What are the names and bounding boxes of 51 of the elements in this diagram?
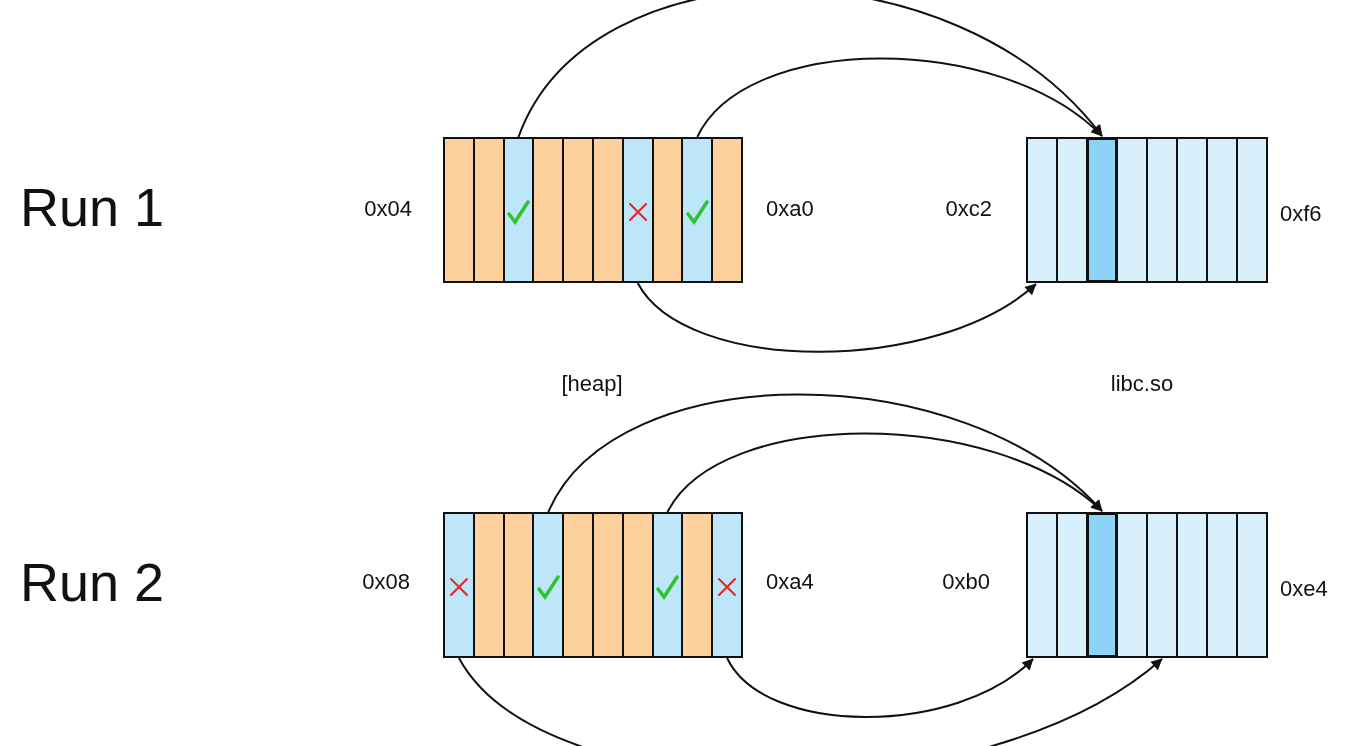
address-label: 0xa4 [766, 570, 814, 593]
arrow [517, 0, 1103, 138]
memory-cell [621, 512, 654, 658]
memory-cell [1086, 137, 1118, 283]
arrow [457, 657, 1163, 746]
memory-cell [1116, 137, 1148, 283]
address-label: 0xa0 [766, 197, 814, 220]
memory-cell [1056, 137, 1088, 283]
row-title: Run 1 [20, 180, 165, 235]
memory-cell [1146, 512, 1178, 658]
memory-cell [1116, 512, 1148, 658]
arrow [547, 393, 1103, 513]
memory-cell [1206, 137, 1238, 283]
memory-cell [1176, 137, 1208, 283]
memory-cell [1026, 137, 1058, 283]
memory-cell [592, 137, 624, 283]
memory-cell [1206, 512, 1238, 658]
address-label: 0xc2 [945, 197, 992, 220]
memory-cell [711, 137, 743, 283]
address-label: 0xf6 [1280, 202, 1322, 225]
memory-cell [472, 137, 505, 283]
row-title: Run 2 [20, 555, 165, 610]
arrow [636, 282, 1037, 353]
memory-cell [1236, 137, 1268, 283]
memory-cell [532, 137, 565, 283]
arrow [696, 57, 1103, 138]
memory-cell [681, 137, 714, 283]
memory-cell [711, 512, 743, 658]
memory-cell [472, 512, 505, 658]
address-label: 0xe4 [1280, 577, 1328, 600]
memory-cell [1086, 512, 1118, 658]
memory-cell [1026, 512, 1058, 658]
memory-cell [1176, 512, 1208, 658]
address-label: 0x04 [364, 197, 412, 220]
region-label: [heap] [561, 372, 623, 395]
address-label: 0x08 [362, 570, 410, 593]
memory-cell [592, 512, 624, 658]
address-label: 0xb0 [942, 570, 990, 593]
arrow [726, 657, 1034, 718]
memory-cell [1236, 512, 1268, 658]
arrow [666, 432, 1103, 513]
memory-cell [443, 512, 475, 658]
memory-cell [1056, 512, 1088, 658]
region-label: libc.so [1110, 372, 1174, 395]
memory-cell [532, 512, 565, 658]
memory-cell [1146, 137, 1178, 283]
memory-cell [443, 137, 475, 283]
memory-cell [681, 512, 714, 658]
memory-cell [621, 137, 654, 283]
memory-cell [562, 512, 594, 658]
memory-cell [562, 137, 594, 283]
